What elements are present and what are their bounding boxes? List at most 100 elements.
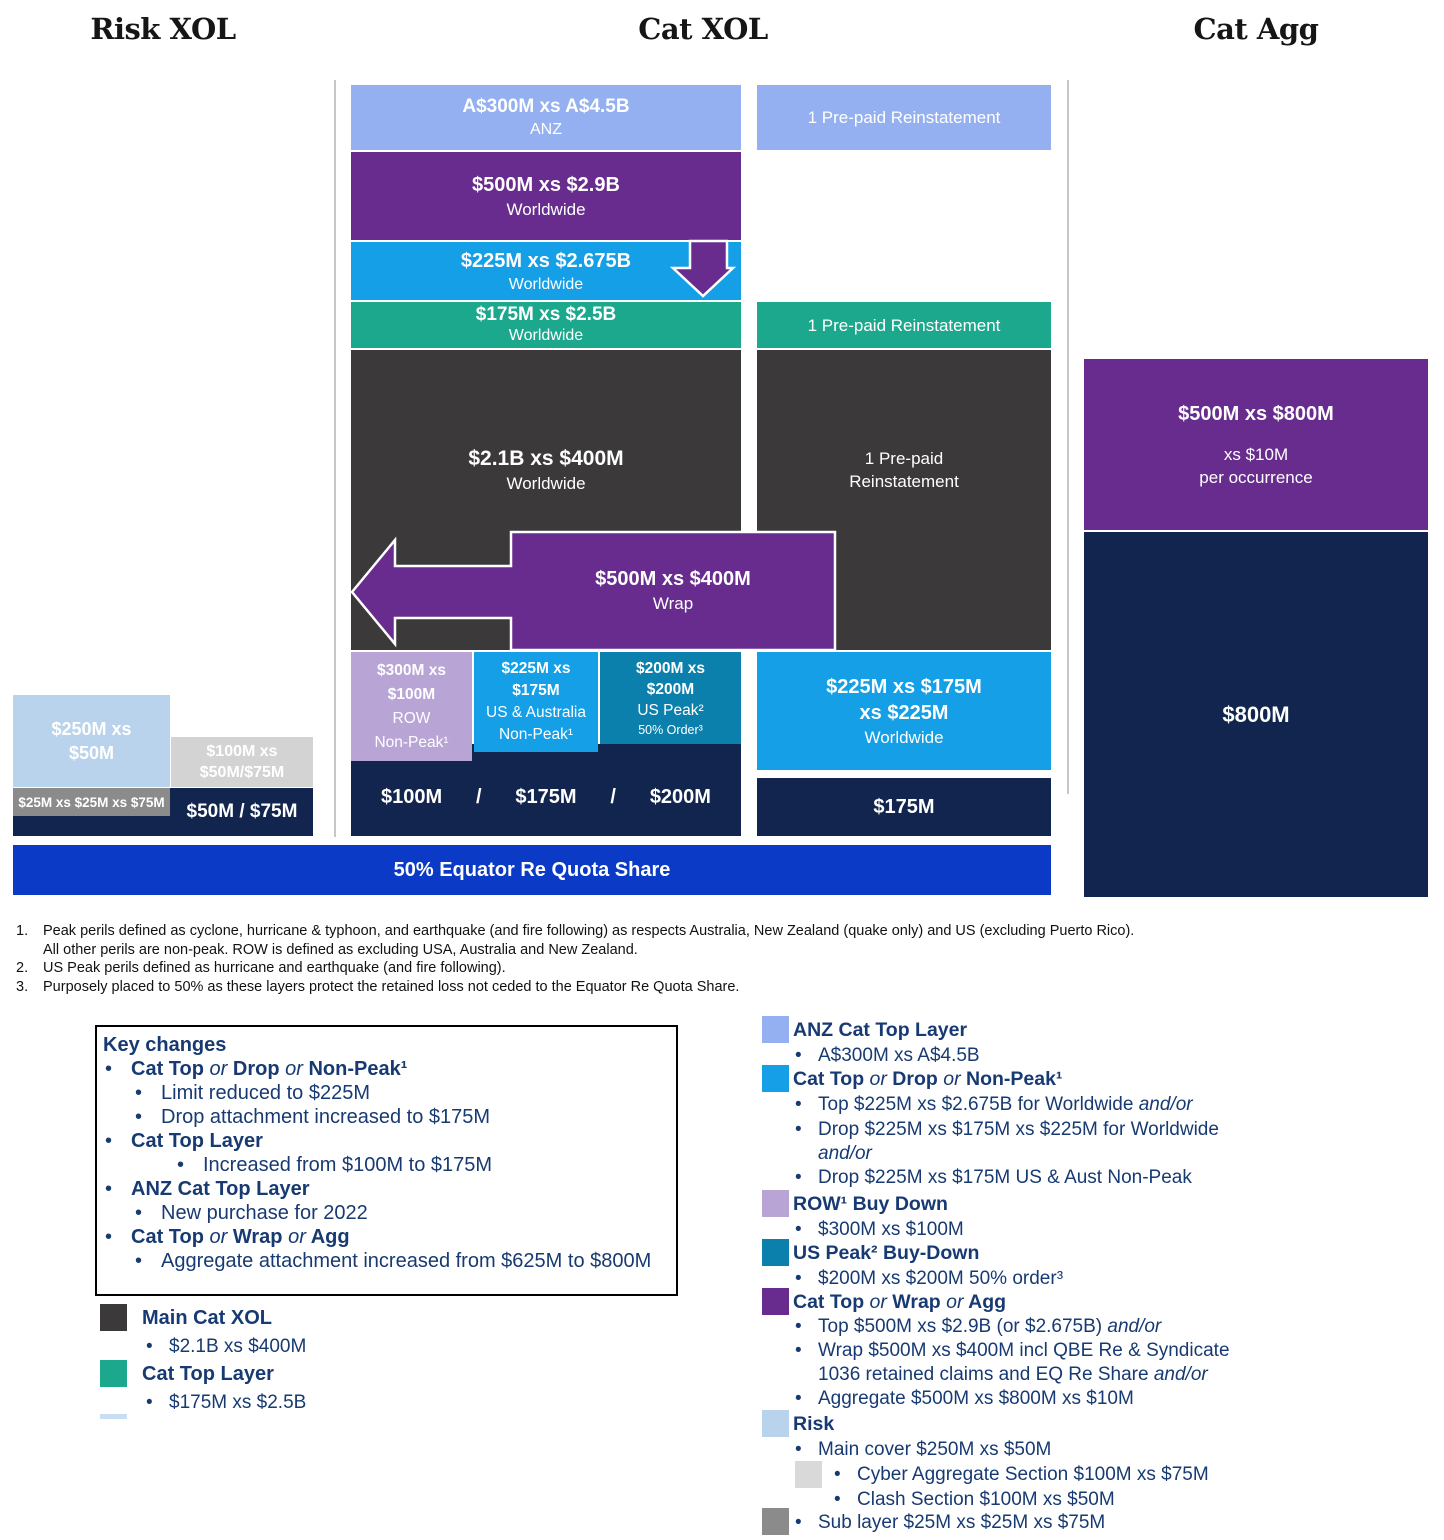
layer-limit: $225M xs $175M	[826, 675, 982, 698]
reinstatement-label: 1 Pre-paid Reinstatement	[807, 108, 1001, 127]
legend-sub-bullet: • Cyber Aggregate Section $100M xs $75M	[834, 1463, 1209, 1486]
layer-peril: Non-Peak¹	[374, 733, 449, 751]
bullet-icon: •	[135, 1250, 143, 1272]
footnote-3: 3. Purposely placed to 50% as these laye…	[16, 978, 1426, 997]
layer-limit: $500M xs $2.9B	[472, 173, 620, 196]
retention-value: $50M / $75M	[186, 801, 298, 822]
risk-main-cover-box: $250M xs $50M	[13, 695, 170, 787]
legend-heading: Cat Top Layer	[142, 1363, 274, 1385]
legend-detail: $300M xs $100M	[818, 1219, 964, 1240]
layer-scope: US & Australia	[486, 704, 586, 721]
legend-detail: $200M xs $200M 50% order³	[818, 1268, 1064, 1289]
layer-order-note: 50% Order³	[638, 722, 703, 737]
attachment-value: $800M	[1222, 701, 1290, 727]
reinstatement-label: Reinstatement	[849, 472, 959, 491]
legend-bullet: • Drop $225M xs $175M xs $225M for World…	[795, 1118, 1219, 1141]
key-changes-box: Key changes • Cat Top or Drop or Non-Pea…	[95, 1025, 678, 1296]
footnote-text: Purposely placed to 50% as these layers …	[43, 978, 740, 995]
key-change-sub-item: • New purchase for 2022	[135, 1202, 676, 1224]
bullet-icon: •	[146, 1336, 153, 1357]
layer-type: Wrap	[652, 593, 694, 613]
layer-limit: $200M xs	[636, 659, 705, 677]
key-change-item: • Cat Top or Wrap or Agg	[105, 1226, 676, 1248]
bullet-icon: •	[177, 1154, 185, 1176]
risk-retention-label-area: $50M / $75M	[171, 788, 313, 836]
risk-sub-layer-swatch	[762, 1508, 789, 1535]
layer-limit: $250M xs	[51, 719, 132, 739]
legend-heading: Main Cat XOL	[142, 1307, 273, 1329]
legend-bullet: • Main cover $250M xs $50M	[795, 1438, 1051, 1461]
retention-value: $100M	[381, 785, 443, 808]
row-buy-down-swatch	[762, 1190, 789, 1217]
key-change-heading: Cat Top or Wrap or Agg	[131, 1226, 350, 1248]
cyber-clash-swatch	[795, 1461, 822, 1488]
reinstatement-label: 1 Pre-paid	[864, 449, 944, 468]
legend-bullet: • Aggregate $500M xs $800M xs $10M	[795, 1387, 1134, 1410]
footnote-text: US Peak perils defined as hurricane and …	[43, 960, 506, 976]
retention-separator: /	[476, 785, 482, 808]
bullet-icon: •	[135, 1082, 143, 1104]
legend-heading: Cat Top or Drop or Non-Peak¹	[793, 1068, 1063, 1090]
key-change-item: • Cat Top Layer	[105, 1130, 676, 1152]
anz-cat-top-swatch	[762, 1016, 789, 1043]
layer-attachment: xs $225M	[859, 701, 949, 724]
footnote-1-cont: All other perils are non-peak. ROW is de…	[16, 941, 1426, 960]
legend-heading: Risk	[793, 1413, 835, 1435]
layer-scope: ANZ	[530, 121, 562, 138]
layer-limit: $175M xs $2.5B	[475, 304, 617, 325]
row-buy-down-box: $300M xs $100M ROW Non-Peak¹	[351, 652, 472, 761]
layer-peril: Non-Peak¹	[498, 726, 574, 743]
legend-detail: Aggregate $500M xs $800M xs $10M	[818, 1388, 1134, 1409]
legend-detail-continuation: 1036 retained claims and EQ Re Share and…	[818, 1364, 1208, 1385]
legend-detail: Wrap $500M xs $400M incl QBE Re & Syndic…	[818, 1340, 1230, 1361]
cat-top-drop-swatch	[762, 1065, 789, 1092]
key-change-detail: Aggregate attachment increased from $625…	[161, 1250, 652, 1272]
drop-retention-box: $175M	[757, 778, 1051, 836]
legend-bullet: • Top $225M xs $2.675B for Worldwide and…	[795, 1093, 1193, 1116]
footnote-number-spacer	[16, 941, 43, 960]
divider-cat-agg	[1067, 80, 1069, 794]
layer-basis: per occurrence	[1199, 467, 1313, 487]
legend-heading: ROW¹ Buy Down	[793, 1193, 948, 1215]
bullet-icon: •	[834, 1489, 841, 1510]
footnote-number: 3.	[16, 978, 29, 995]
cat-xol-header: Cat XOL	[638, 12, 768, 46]
key-change-detail: Drop attachment increased to $175M	[161, 1106, 491, 1128]
legend-bullet: • Top $500M xs $2.9B (or $2.675B) and/or	[795, 1315, 1161, 1338]
risk-swatch	[762, 1410, 789, 1437]
layer-attachment: $100M	[387, 685, 436, 703]
legend-bullet: • A$300M xs A$4.5B	[795, 1044, 980, 1067]
legend-detail: Top $500M xs $2.9B (or $2.675B) and/or	[818, 1316, 1162, 1337]
legend-bullet: • $2.1B xs $400M	[146, 1335, 306, 1358]
bullet-icon: •	[795, 1219, 802, 1240]
retention-separator: /	[610, 785, 616, 808]
legend-bullet: • Sub layer $25M xs $25M xs $75M	[795, 1511, 1105, 1534]
cat-top-wrap-agg-swatch	[762, 1288, 789, 1315]
layer-scope: Worldwide	[506, 199, 586, 219]
key-changes-title: Key changes	[103, 1034, 227, 1056]
layer-scope: Worldwide	[508, 275, 584, 293]
footnote-2: 2. US Peak perils defined as hurricane a…	[16, 959, 1426, 978]
layer-attachment: $200M	[646, 680, 695, 698]
bullet-icon: •	[105, 1130, 113, 1152]
main-cat-xol-swatch	[100, 1304, 127, 1331]
cat-agg-attachment-box: $800M	[1084, 532, 1428, 897]
legend-heading: US Peak² Buy-Down	[793, 1242, 980, 1264]
equator-re-quota-share-bar: 50% Equator Re Quota Share	[13, 845, 1051, 895]
legend-heading: ANZ Cat Top Layer	[793, 1019, 968, 1041]
legend-detail: $175M xs $2.5B	[169, 1392, 307, 1413]
key-change-item: • Cat Top or Drop or Non-Peak¹	[105, 1058, 676, 1080]
footnote-text: All other perils are non-peak. ROW is de…	[43, 941, 638, 958]
layer-limit: $225M xs	[501, 660, 571, 677]
cat-agg-layer-box: $500M xs $800M xs $10M per occurrence	[1084, 359, 1428, 530]
bullet-icon: •	[135, 1106, 143, 1128]
us-aus-drop-box: $225M xs $175M US & Australia Non-Peak¹	[474, 652, 598, 752]
risk-xol-header: Risk XOL	[90, 12, 236, 46]
layer-scope: Worldwide	[506, 473, 586, 493]
risk-sub-layer-box: $25M xs $25M xs $75M	[13, 788, 170, 816]
cat-agg-header: Cat Agg	[1193, 12, 1319, 46]
layer-limit: $500M xs $400M	[595, 567, 751, 590]
us-peak-buy-down-box: $200M xs $200M US Peak² 50% Order³	[600, 652, 741, 744]
layer-attachment: $50M/$75M	[199, 764, 285, 781]
